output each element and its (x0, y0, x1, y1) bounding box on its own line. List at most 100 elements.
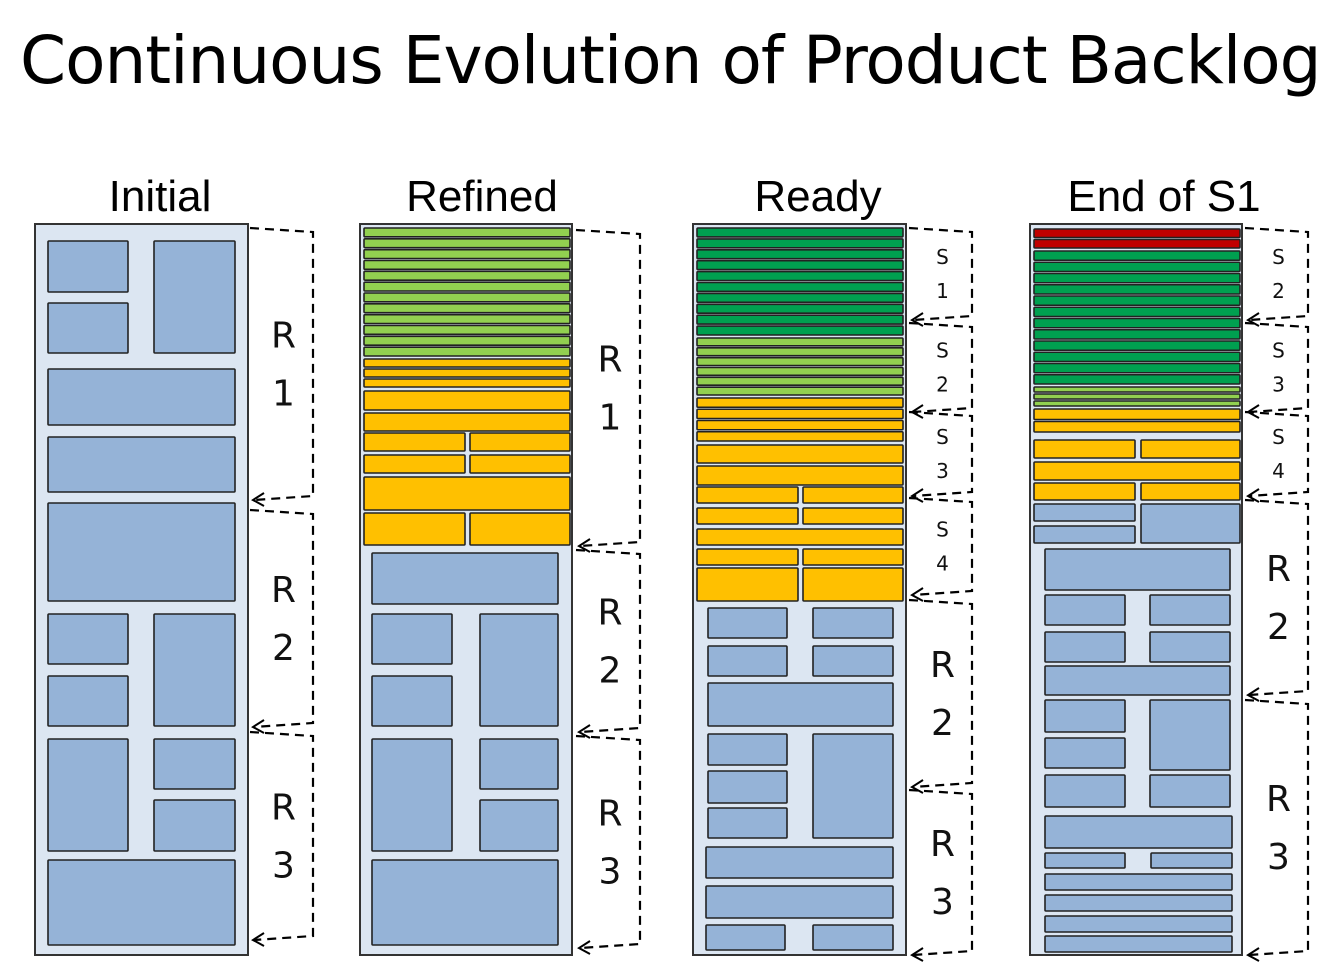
arrow-head-icon (577, 538, 591, 553)
ready-item (696, 238, 904, 249)
arrow-head-icon (1246, 687, 1260, 702)
bracket-label: R (271, 316, 296, 357)
backlog-item (153, 613, 236, 727)
bracket-label: S (936, 339, 949, 363)
bracket-label: 3 (1267, 837, 1290, 878)
done-item (1033, 238, 1241, 249)
backlog-item (1044, 699, 1126, 733)
refined-item (696, 486, 799, 504)
ready-item (1033, 261, 1241, 273)
backlog-item (707, 807, 788, 839)
refined-item (696, 430, 904, 442)
backlog-item (47, 436, 236, 493)
backlog-item (1044, 935, 1233, 953)
slide-title: Continuous Evolution of Product Backlog (20, 22, 1321, 99)
bracket-label: 2 (599, 651, 622, 692)
arrow-head-icon (1246, 488, 1260, 503)
refined-item (363, 270, 571, 281)
sprint-bracket-s3 (908, 410, 974, 498)
arrow-head-icon (577, 940, 591, 955)
bracket-label: R (597, 340, 622, 381)
bracket-label: 1 (599, 398, 622, 439)
bracket-label: 3 (936, 459, 949, 483)
sprint-bracket-s2 (908, 321, 974, 414)
backlog-item (707, 770, 788, 804)
release-bracket-r2 (575, 548, 642, 734)
bracket-label: S (1272, 425, 1285, 449)
arrow-head-icon (910, 587, 924, 602)
refined-item (696, 347, 904, 357)
sprint-bracket-s1 (908, 226, 974, 322)
bracket-label: 1 (936, 279, 949, 303)
backlog-item (47, 675, 129, 727)
bracket-label: 3 (599, 852, 622, 893)
bracket-label: R (271, 788, 296, 829)
ready-item (1033, 306, 1241, 318)
backlog-item (47, 502, 236, 602)
refined-item (696, 528, 904, 546)
arrow-head-icon (251, 932, 265, 947)
backlog-item (1033, 503, 1136, 522)
arrow-head-icon (910, 779, 924, 794)
ready-item (1033, 328, 1241, 340)
backlog-item (1044, 665, 1231, 696)
sprint-bracket-s2 (1244, 226, 1310, 322)
refined-item (1140, 482, 1241, 501)
backlog-item (153, 799, 236, 852)
arrow-head-icon (1246, 312, 1260, 327)
bracket-label: 2 (936, 373, 949, 397)
release-bracket-r3 (1244, 698, 1310, 957)
refined-item (363, 346, 571, 357)
backlog-item (705, 846, 894, 879)
refined-item (363, 281, 571, 292)
refined-item (696, 507, 799, 525)
bracket-label: 4 (1272, 459, 1285, 483)
bracket-label: R (1266, 779, 1291, 820)
release-bracket-r3 (249, 730, 315, 942)
bracket-label: R (930, 645, 955, 686)
ready-item (696, 259, 904, 271)
backlog-item (707, 682, 894, 727)
refined-item (802, 567, 904, 602)
backlog-item (1140, 503, 1241, 544)
backlog-item (1044, 852, 1126, 869)
backlog-item (1149, 594, 1231, 626)
ready-item (1033, 283, 1241, 295)
arrow-head-icon (577, 724, 591, 739)
refined-item (802, 548, 904, 566)
arrow-head-icon (251, 719, 265, 734)
column-title-end-of-s1: End of S1 (1067, 172, 1261, 221)
ready-item (696, 227, 904, 238)
ready-item (1033, 340, 1241, 352)
bracket-label: S (936, 245, 949, 269)
bracket-label: S (936, 425, 949, 449)
sprint-bracket-s4 (908, 496, 974, 597)
release-bracket-r3 (575, 734, 642, 950)
refined-item (363, 248, 571, 260)
refined-item (696, 397, 904, 409)
refined-item (696, 465, 904, 486)
bracket-label: 2 (931, 703, 954, 744)
backlog-item (812, 733, 894, 839)
backlog-item (1149, 699, 1231, 771)
refined-item (469, 454, 571, 474)
refined-item (1033, 400, 1241, 407)
sprint-bracket-s4 (1244, 410, 1310, 498)
bracket-label: R (1266, 549, 1291, 590)
backlog-item (812, 924, 894, 951)
backlog-item (371, 675, 453, 727)
refined-item (363, 324, 571, 336)
backlog-item (1044, 873, 1233, 891)
refined-item (1033, 461, 1241, 481)
column-title-initial: Initial (108, 172, 212, 221)
refined-item (1033, 482, 1136, 501)
backlog-item (47, 738, 129, 852)
backlog-item (479, 799, 559, 852)
refined-item (469, 512, 571, 546)
refined-item (696, 408, 904, 420)
bracket-label: S (1272, 245, 1285, 269)
backlog-item (479, 738, 559, 790)
backlog-item (1044, 894, 1233, 912)
refined-item (696, 337, 904, 347)
